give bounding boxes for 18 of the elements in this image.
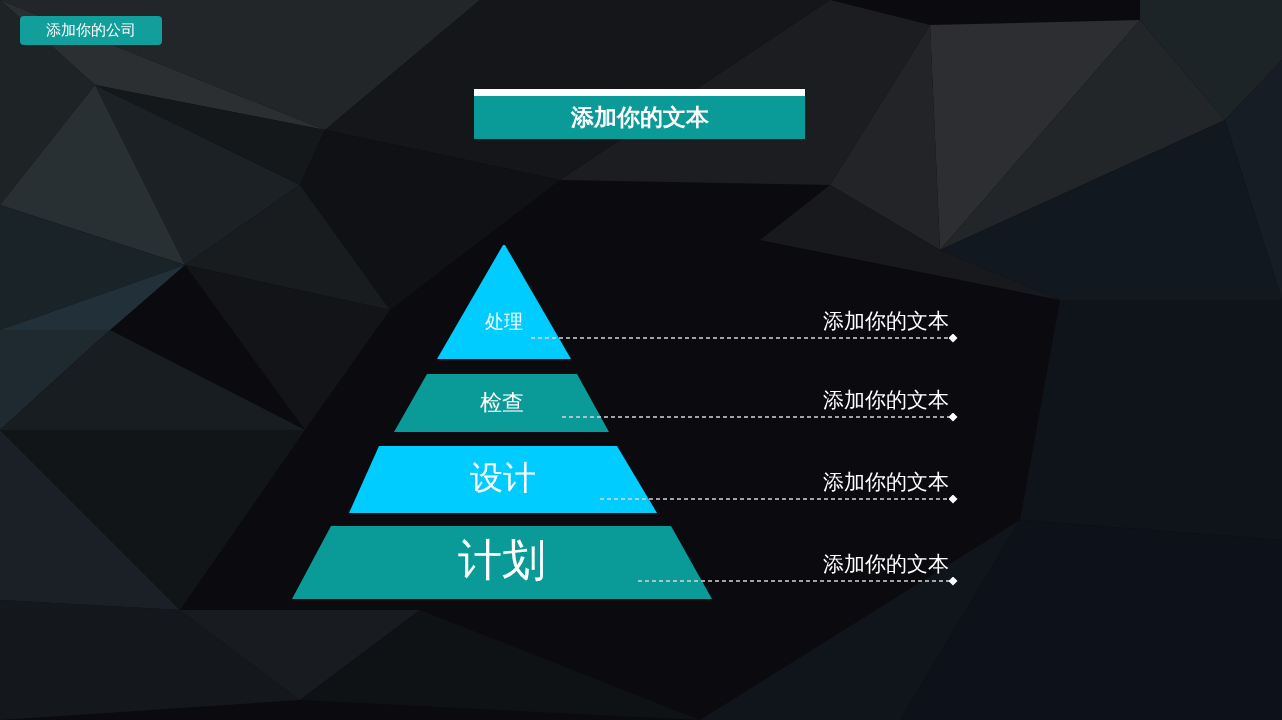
- company-badge: 添加你的公司: [20, 16, 162, 45]
- note-text: 添加你的文本: [823, 469, 949, 495]
- tier-label: 处理: [485, 311, 523, 333]
- note-text: 添加你的文本: [823, 551, 949, 577]
- tier-label: 检查: [479, 390, 524, 416]
- leader-line: [530, 333, 958, 343]
- note-text: 添加你的文本: [823, 308, 949, 334]
- note-text: 添加你的文本: [823, 387, 949, 413]
- leader-line: [599, 494, 958, 504]
- pyramid-tier: [437, 245, 571, 359]
- pyramid-tier: [394, 374, 609, 432]
- slide-title: 添加你的文本: [570, 103, 709, 132]
- leader-line: [637, 576, 958, 586]
- leader-line: [561, 412, 958, 422]
- pyramid-tier: [349, 446, 657, 513]
- tier-label: 设计: [470, 459, 536, 497]
- tier-label: 计划: [458, 535, 546, 586]
- pyramid-tier: [292, 526, 712, 599]
